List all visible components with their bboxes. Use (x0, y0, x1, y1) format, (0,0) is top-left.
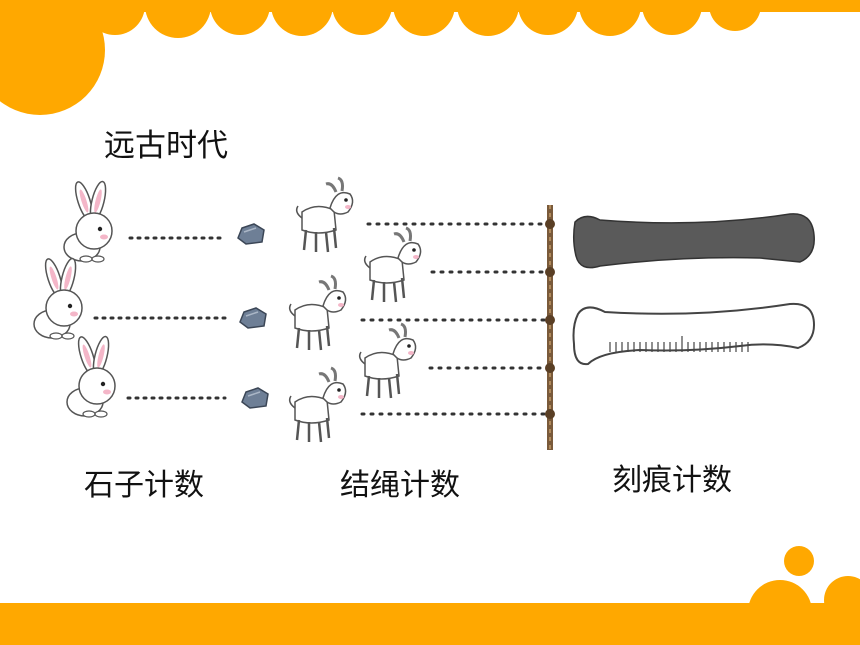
stone-dotted-lines (93, 236, 227, 400)
rope-dotted-lines (360, 222, 547, 416)
bottom-bar (0, 603, 860, 645)
slide-title: 远古时代 (104, 128, 228, 164)
rabbit-icon (33, 256, 83, 340)
goat-icon (358, 322, 418, 400)
goat-icon (288, 274, 348, 352)
goat-icon (363, 226, 423, 304)
rabbit-icon (66, 334, 116, 418)
rope-icon (545, 205, 555, 450)
label-rope-counting: 结绳计数 (340, 468, 460, 503)
rabbit-icon (63, 179, 113, 263)
goat-icon (295, 176, 355, 254)
stone-icon (239, 307, 267, 329)
label-carving-counting: 刻痕计数 (612, 463, 732, 498)
bone-icon (572, 302, 816, 366)
bone-icon (572, 213, 815, 269)
top-scallop-border (0, 0, 860, 115)
goat-icon (288, 366, 348, 444)
stone-icon (237, 223, 265, 245)
stone-icon (241, 387, 269, 409)
label-stone-counting: 石子计数 (84, 468, 204, 503)
